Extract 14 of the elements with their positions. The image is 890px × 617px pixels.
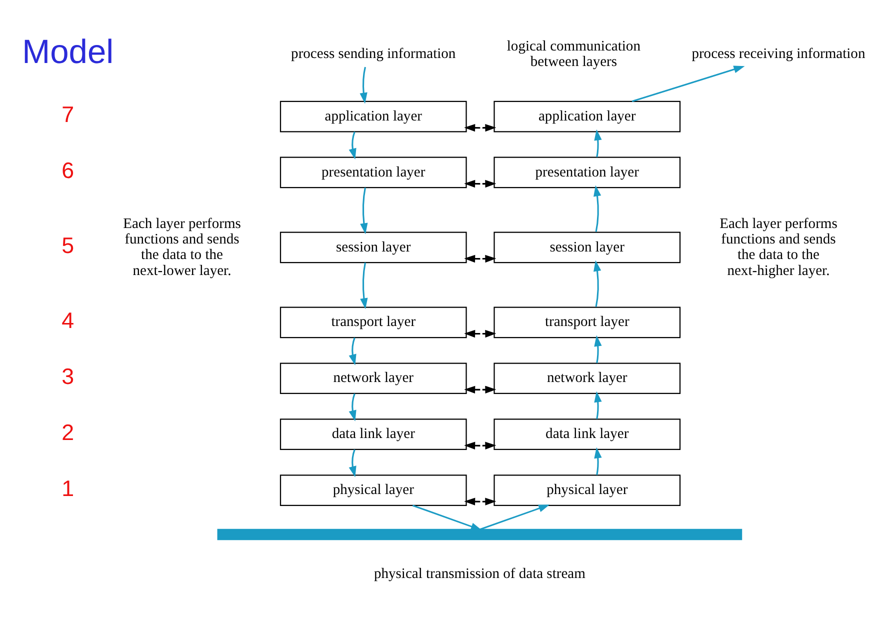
label: Model xyxy=(22,33,114,70)
label: 1 xyxy=(62,475,74,500)
label: Each layer performs functions and sends the data to the next-lower layer. xyxy=(123,215,241,278)
label: 3 xyxy=(62,363,74,388)
label: Each layer performs functions and sends the data to the next-higher layer. xyxy=(720,215,838,278)
node-text: process receiving information xyxy=(692,46,866,62)
label: 2 xyxy=(62,419,74,444)
node-text: process sending information xyxy=(291,46,456,62)
label: 4 xyxy=(62,308,74,333)
label: 6 xyxy=(62,158,74,183)
label: 7 xyxy=(62,102,74,127)
node-label: physical transmission of data stream xyxy=(374,566,586,582)
label: logical communication between layers xyxy=(506,38,640,70)
label: 5 xyxy=(62,232,74,258)
